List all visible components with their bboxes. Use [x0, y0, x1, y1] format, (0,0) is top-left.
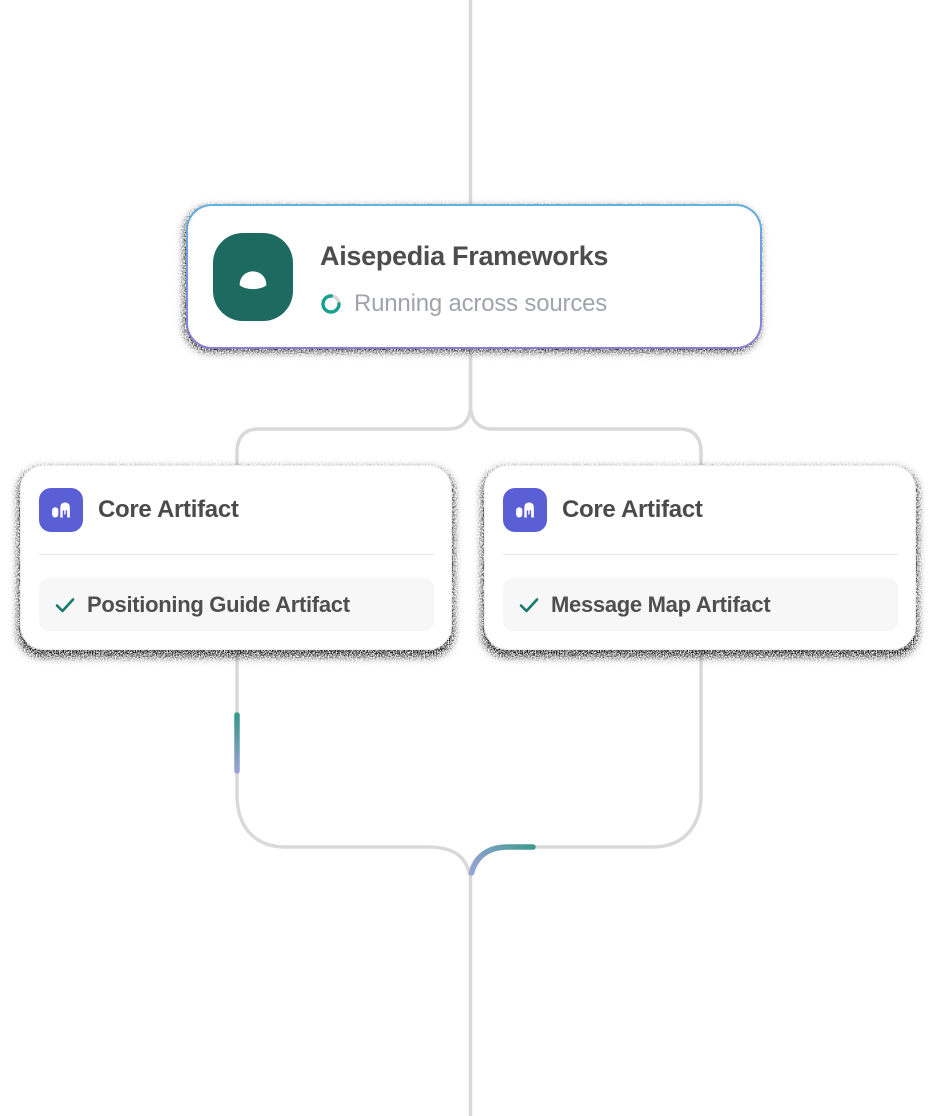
node-divider: [39, 554, 434, 555]
artifact-label: Positioning Guide Artifact: [87, 591, 350, 617]
root-node-title: Aisepedia Frameworks: [320, 241, 609, 271]
artifact-label: Message Map Artifact: [551, 591, 771, 617]
node-divider: [503, 554, 898, 555]
child-node-card-positioning[interactable]: Core Artifact Positioning Guide Artifact: [20, 465, 452, 650]
connector-pulse-merge: [468, 844, 536, 876]
root-node-status-text: Running across sources: [354, 290, 608, 317]
connector-merge-left: [235, 649, 472, 876]
connector-fork-right: [468, 344, 703, 466]
root-node-status: Running across sources: [320, 290, 607, 318]
connector-fork-left: [235, 344, 473, 466]
artifact-chip[interactable]: Positioning Guide Artifact: [39, 578, 434, 631]
root-node-card[interactable]: Aisepedia Frameworks Running across sour…: [186, 204, 762, 349]
aisepedia-logo-icon: [213, 233, 293, 321]
child-node-card-message-map[interactable]: Core Artifact Message Map Artifact: [484, 465, 916, 650]
core-artifact-icon: [39, 488, 83, 532]
check-icon: [519, 597, 539, 612]
child-node-header: Core Artifact: [39, 488, 239, 532]
spinner-icon: [321, 294, 341, 314]
connector-merge-right: [467, 649, 703, 876]
child-node-header: Core Artifact: [503, 488, 703, 532]
child-node-title: Core Artifact: [562, 496, 703, 523]
check-icon: [55, 597, 75, 612]
artifact-chip[interactable]: Message Map Artifact: [503, 578, 898, 631]
core-artifact-icon: [503, 488, 547, 532]
child-node-title: Core Artifact: [98, 496, 239, 523]
